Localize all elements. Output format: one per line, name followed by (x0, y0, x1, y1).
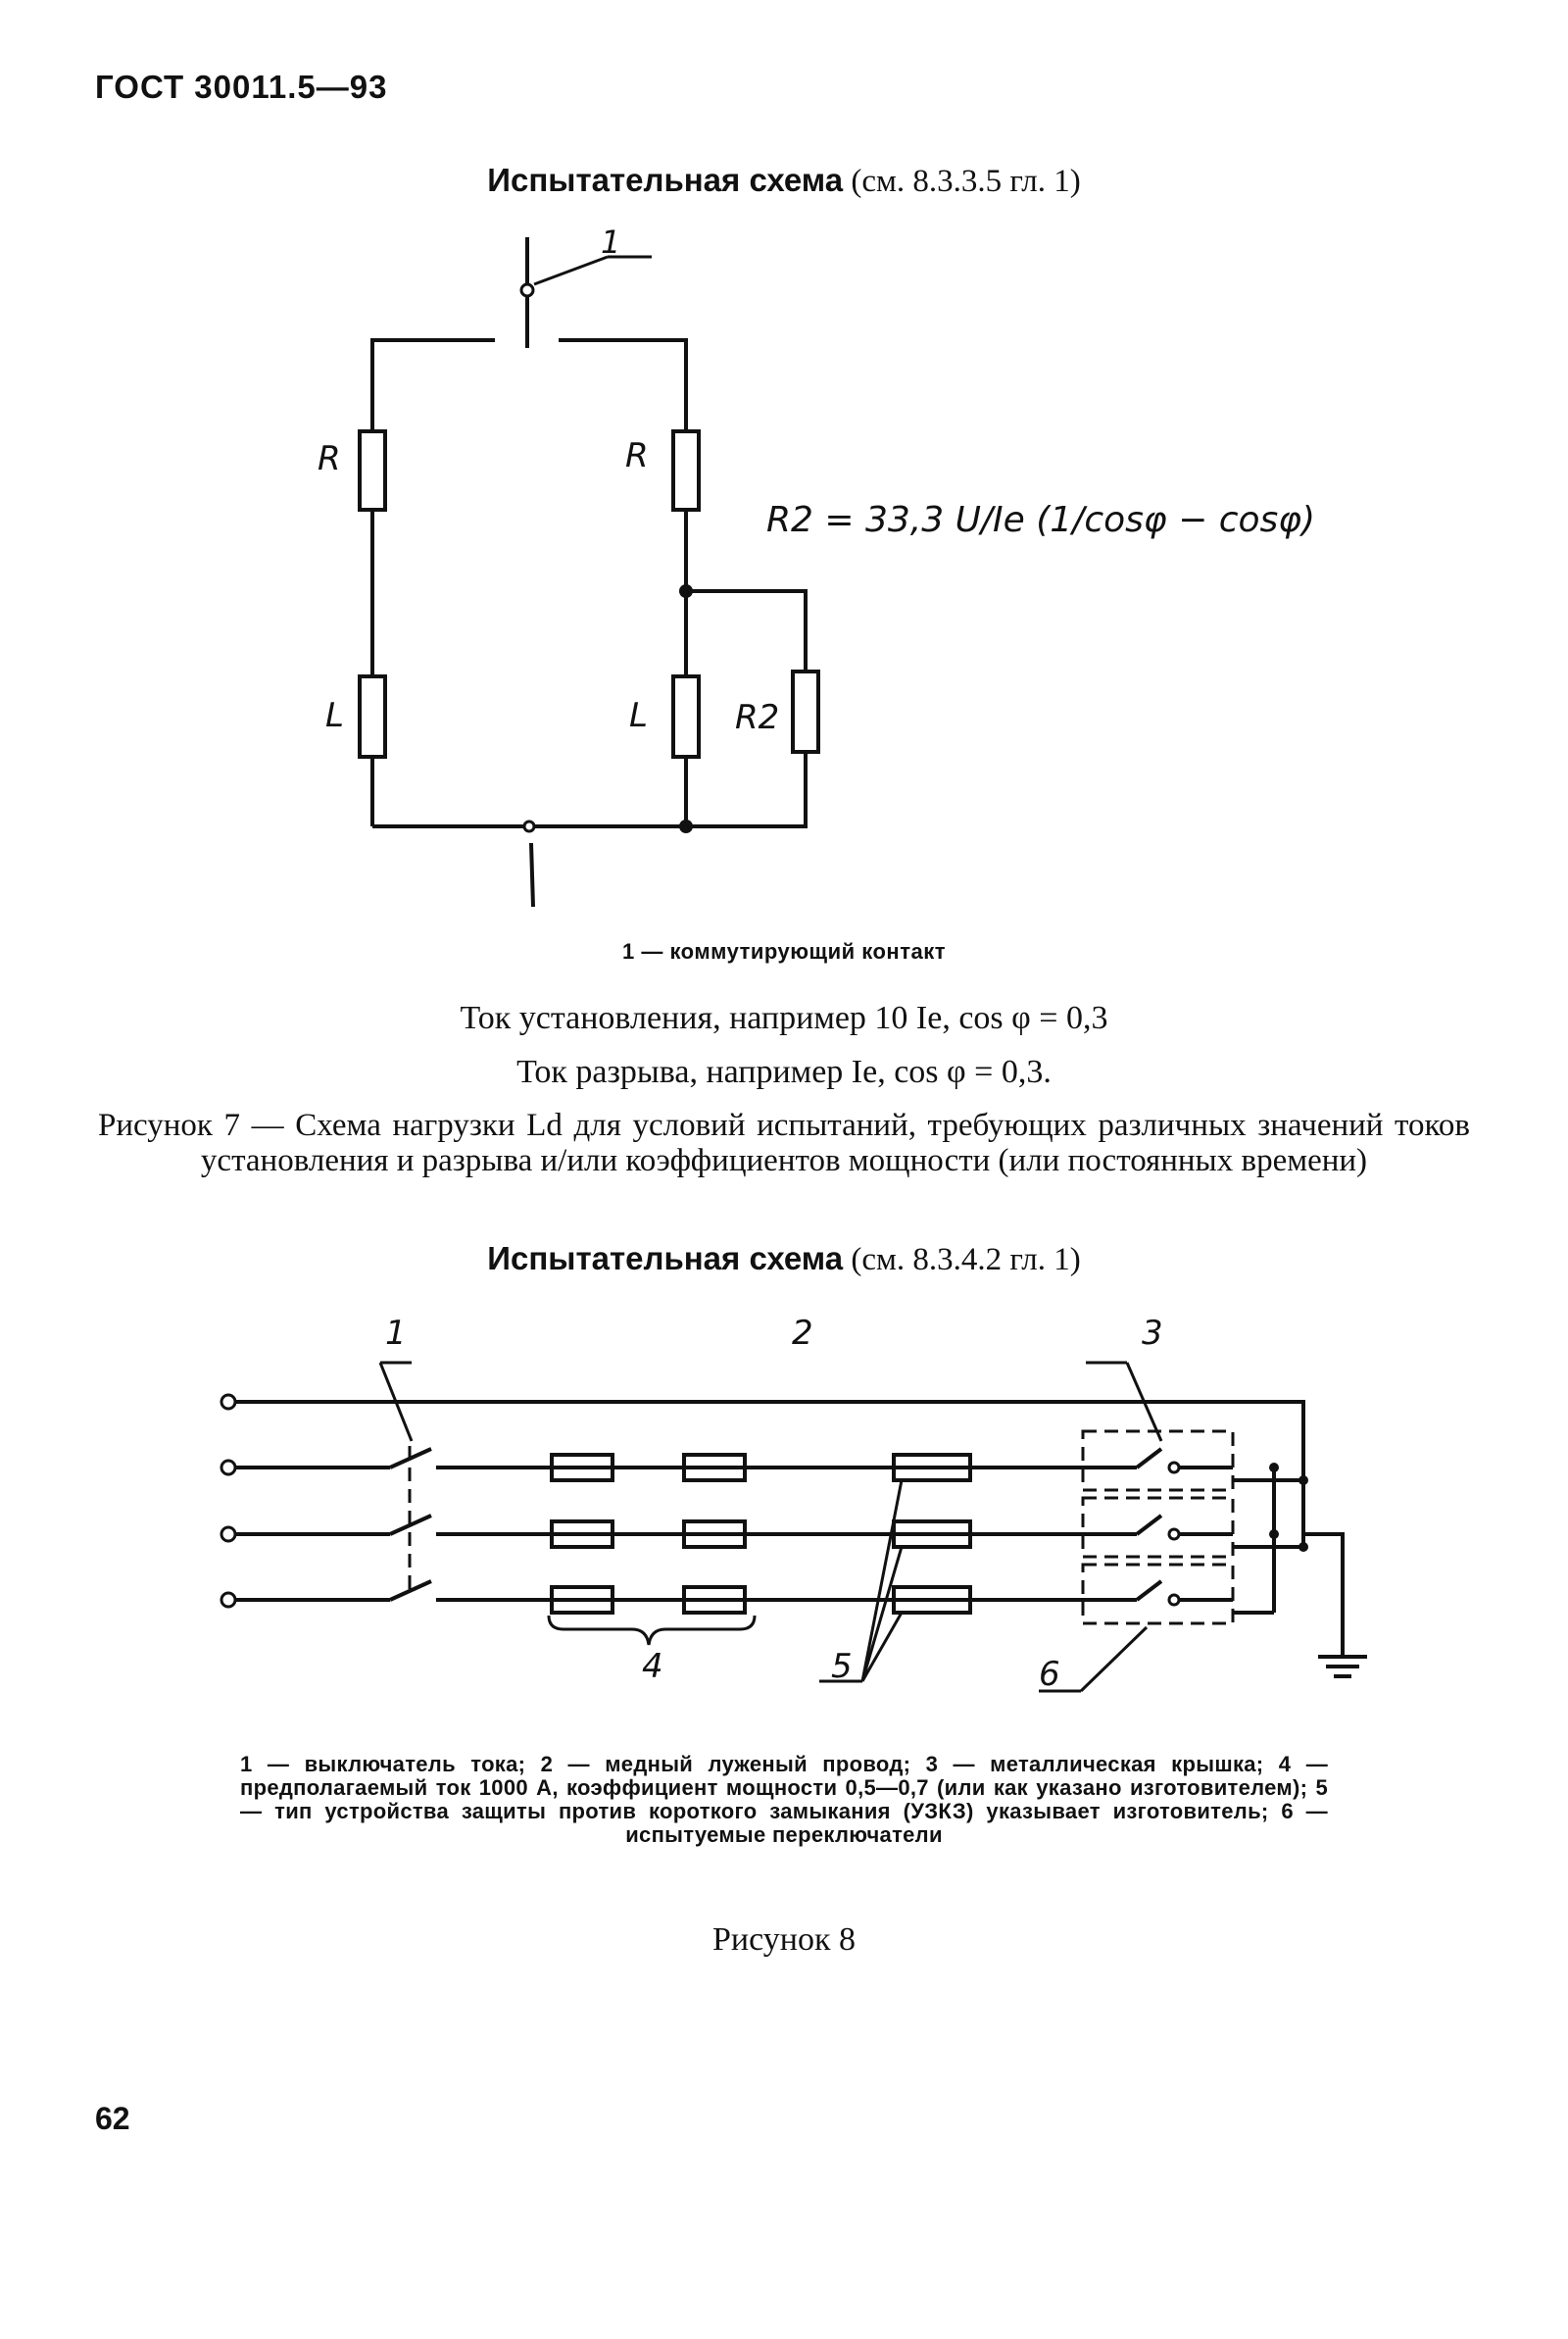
callout-fig8-1: 1 (385, 1314, 407, 1353)
tinned-copper-wire (235, 1400, 1305, 1480)
tested-switch-blade-3 (1135, 1579, 1163, 1602)
callout-fig8-6: 6 (1039, 1655, 1060, 1694)
bus-node-4 (1298, 1542, 1308, 1552)
tested-switch-blade-1 (1135, 1447, 1163, 1469)
bottom-terminal-node (522, 820, 536, 833)
load-impedance-2a (550, 1519, 614, 1549)
scheme1-caption: 1 — коммутирующий контакт (621, 939, 947, 964)
callout-fig8-4: 4 (642, 1647, 663, 1686)
tested-switch-contact-1 (1167, 1461, 1181, 1474)
metallic-cover-2 (1081, 1496, 1235, 1559)
r2-top-wire (686, 589, 808, 672)
callout6-leader (1079, 1625, 1149, 1693)
load-group-brace (547, 1615, 757, 1646)
top-left-wire (370, 338, 495, 431)
bus-node-3 (1298, 1475, 1308, 1485)
terminal-2 (220, 1459, 237, 1476)
terminal-3 (220, 1525, 237, 1543)
bottom-terminal-lead (529, 842, 535, 908)
callout5-leader-b (860, 1546, 904, 1682)
load-impedance-3b (682, 1585, 747, 1615)
figure8-caption: Рисунок 8 (712, 1921, 856, 1958)
callout3-leader (1125, 1362, 1163, 1442)
load-impedance-3a (550, 1585, 614, 1615)
load-impedance-1a (550, 1453, 614, 1482)
earth-lead (1303, 1532, 1345, 1657)
metallic-cover-1 (1081, 1429, 1235, 1492)
terminal-4 (220, 1591, 237, 1609)
callout-fig8-2: 2 (792, 1314, 813, 1353)
switch-blade-3 (389, 1579, 432, 1602)
callout5-leader-a (860, 1479, 904, 1682)
load-impedance-1b (682, 1453, 747, 1482)
tested-switch-blade-2 (1135, 1514, 1163, 1536)
figure8-legend: 1 — выключатель тока; 2 — медный луженый… (240, 1752, 1328, 1847)
scheme2-title-bold: Испытательная схема (487, 1240, 844, 1276)
bus-node-1 (1269, 1463, 1279, 1472)
load-impedance-2b (682, 1519, 747, 1549)
callout5-leader-c (860, 1612, 904, 1682)
terminal-1 (220, 1393, 237, 1411)
scheme1-title-ref: (см. 8.3.3.5 гл. 1) (851, 164, 1081, 199)
callout1-leader-fig8 (378, 1362, 414, 1442)
callout-1: 1 (601, 224, 621, 261)
figure7-caption: Рисунок 7 — Схема нагрузки Ld для услови… (98, 1108, 1470, 1178)
tested-switch-contact-2 (1167, 1527, 1181, 1541)
document-header: ГОСТ 30011.5—93 (95, 69, 388, 105)
switch-blade-2 (389, 1514, 432, 1536)
breaking-current-line: Ток разрыва, например Iе, cos φ = 0,3. (516, 1054, 1052, 1090)
making-current-line: Ток установления, например 10 Iе, cos φ … (460, 1000, 1108, 1036)
scheme2-title: Испытательная схема (см. 8.3.4.2 гл. 1) (0, 1240, 1568, 1278)
callout-fig8-3: 3 (1142, 1314, 1163, 1353)
formula-r2: R2 = 33,3 U/Ie (1/cosφ − cosφ) (766, 500, 1316, 540)
label-l-right: L (629, 696, 648, 735)
callout1-leader (533, 255, 609, 286)
scheme2-title-ref: (см. 8.3.4.2 гл. 1) (851, 1242, 1081, 1277)
r2-bottom-wire (686, 752, 808, 828)
scheme1-title: Испытательная схема (см. 8.3.3.5 гл. 1) (0, 162, 1568, 200)
label-r-left: R (318, 439, 341, 478)
page-number: 62 (95, 2101, 130, 2136)
label-l-left: L (325, 696, 344, 735)
label-r2: R2 (735, 698, 780, 737)
callout-fig8-5: 5 (831, 1647, 853, 1686)
scheme1-title-bold: Испытательная схема (487, 162, 844, 198)
bus-node-2 (1269, 1529, 1279, 1539)
label-r-right: R (625, 436, 649, 475)
metallic-cover-3 (1081, 1563, 1235, 1625)
tested-switch-contact-3 (1167, 1593, 1181, 1607)
top-right-wire (559, 338, 688, 431)
